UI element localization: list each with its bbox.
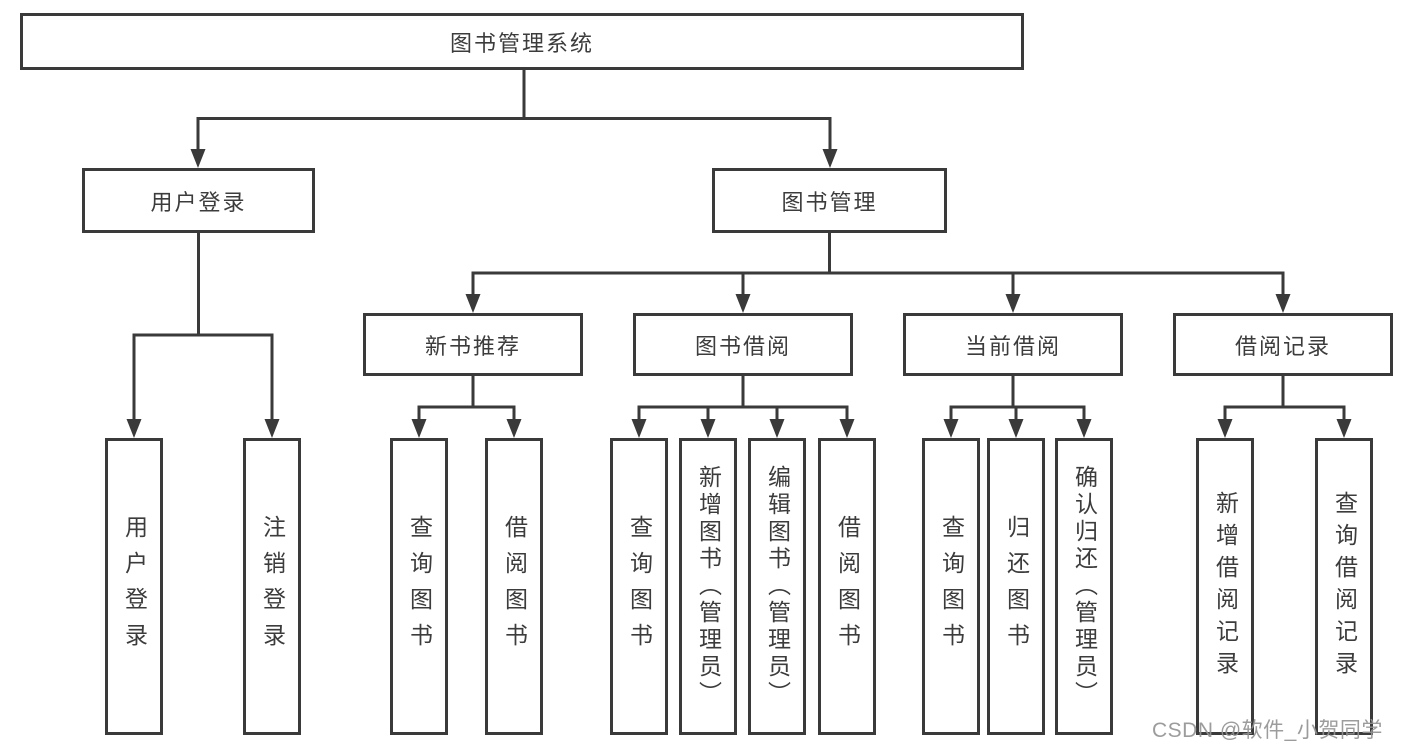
leaf-node-add-borrow-record: 新增借阅记录 [1196,438,1254,735]
leaf-label: 确认归还（管理员） [1071,465,1098,708]
node-current-borrow: 当前借阅 [903,313,1123,376]
leaf-label: 借阅图书 [501,514,528,659]
node-root-label: 图书管理系统 [449,30,594,56]
leaf-node-borrow-books: 借阅图书 [485,438,543,735]
leaf-node-query-books: 查询图书 [610,438,668,735]
leaf-label: 新增图书（管理员） [695,465,722,708]
node-book-management: 图书管理 [712,168,947,233]
node-label: 当前借阅 [964,333,1061,359]
leaf-label: 查询图书 [406,514,433,659]
arrowheads [126,149,1352,438]
leaf-node-add-books-admin: 新增图书（管理员） [679,438,737,735]
leaf-node-query-books: 查询图书 [922,438,980,735]
node-root: 图书管理系统 [20,13,1024,70]
leaf-label: 查询图书 [626,514,653,659]
leaf-node-query-borrow-record: 查询借阅记录 [1315,438,1373,735]
leaf-node-edit-books-admin: 编辑图书（管理员） [748,438,806,735]
leaf-label: 归还图书 [1003,514,1030,659]
node-label: 借阅记录 [1234,333,1331,359]
watermark: CSDN @软件_小贺同学 [1152,719,1383,742]
leaf-node-query-books: 查询图书 [390,438,448,735]
node-label: 用户登录 [150,189,247,215]
node-new-book-recommend: 新书推荐 [363,313,583,376]
node-borrow-records: 借阅记录 [1173,313,1393,376]
leaf-label: 查询借阅记录 [1331,490,1358,683]
node-label: 新书推荐 [424,333,521,359]
leaf-node-borrow-books: 借阅图书 [818,438,876,735]
leaf-label: 借阅图书 [834,514,861,659]
leaf-node-return-books: 归还图书 [987,438,1045,735]
leaf-node-confirm-return-admin: 确认归还（管理员） [1055,438,1113,735]
leaf-label: 查询图书 [938,514,965,659]
node-user-login: 用户登录 [82,168,315,233]
node-label: 图书管理 [781,189,878,215]
leaf-node-user-login: 用户登录 [105,438,163,735]
node-book-borrow: 图书借阅 [633,313,853,376]
leaf-label: 新增借阅记录 [1212,490,1239,683]
leaf-label: 注销登录 [259,514,286,659]
node-label: 图书借阅 [694,333,791,359]
leaf-node-logout: 注销登录 [243,438,301,735]
leaf-label: 编辑图书（管理员） [764,465,791,708]
leaf-label: 用户登录 [121,514,148,659]
